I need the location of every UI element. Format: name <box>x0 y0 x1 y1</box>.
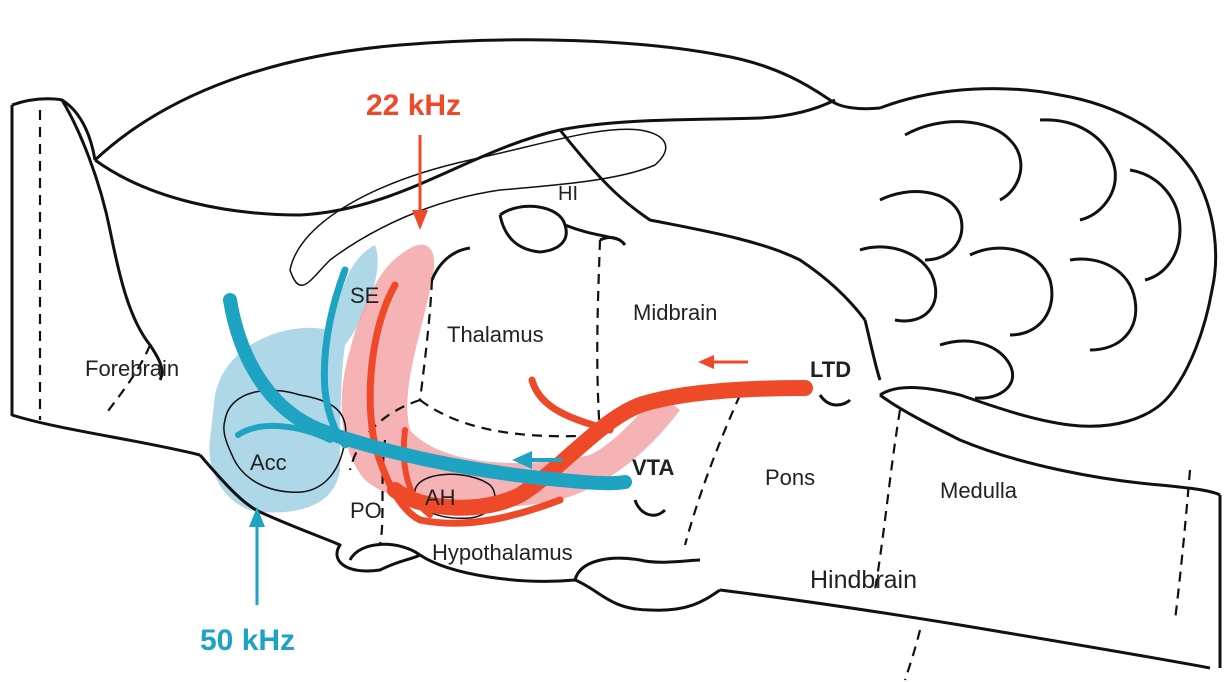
label-hi: HI <box>558 183 578 205</box>
label-ah: AH <box>425 485 456 510</box>
label-thalamus: Thalamus <box>447 322 544 347</box>
label-pons: Pons <box>765 465 815 490</box>
arrow-50khz <box>249 507 265 605</box>
label-vta: VTA <box>632 455 674 480</box>
label-se: SE <box>350 283 379 308</box>
label-po: PO <box>350 498 382 523</box>
brain-outline <box>12 40 1220 668</box>
label-hindbrain: Hindbrain <box>810 566 917 594</box>
label-midbrain: Midbrain <box>633 300 717 325</box>
label-medulla: Medulla <box>940 478 1018 503</box>
label-50khz: 50 kHz <box>200 624 295 657</box>
label-hypothalamus: Hypothalamus <box>432 540 573 565</box>
label-acc: Acc <box>250 450 287 475</box>
region-boundaries <box>40 110 1190 680</box>
label-ltd: LTD <box>810 357 851 382</box>
label-22khz: 22 kHz <box>366 89 461 122</box>
label-forebrain: Forebrain <box>85 356 179 381</box>
arrow-ltd-direction <box>698 355 748 369</box>
